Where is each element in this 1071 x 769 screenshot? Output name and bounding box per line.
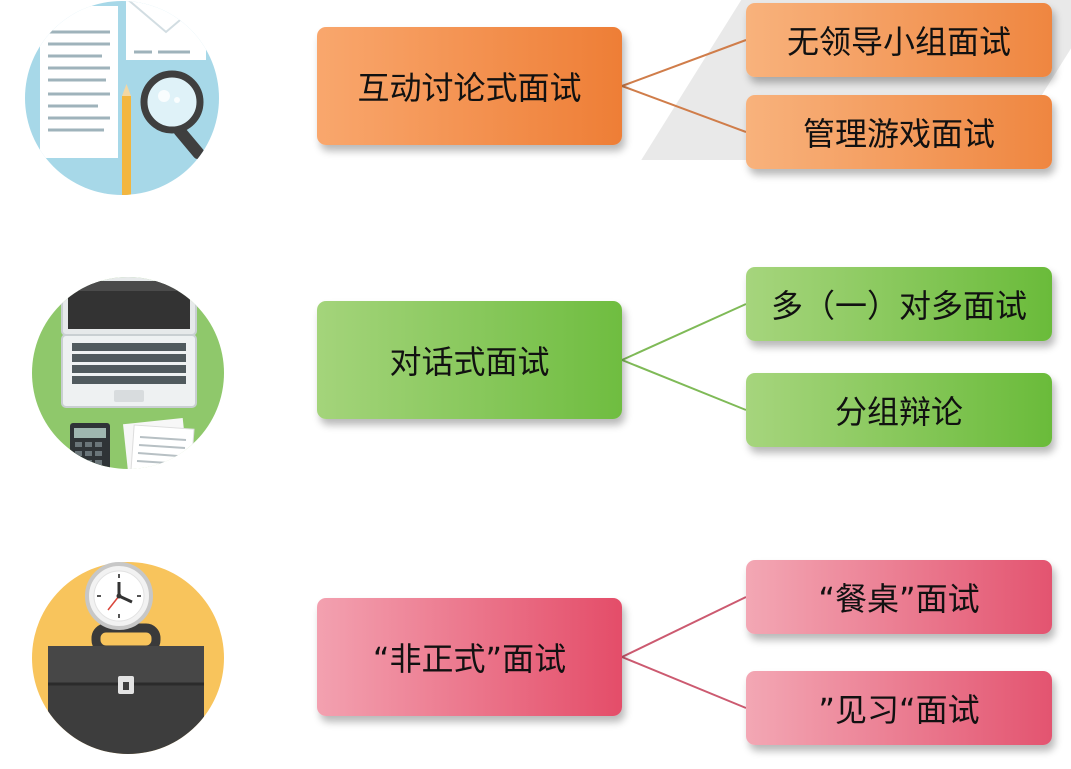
connector-line xyxy=(621,359,747,411)
connector-line xyxy=(621,596,747,658)
connector-line xyxy=(621,303,747,361)
leaf-box-many-to-many: 多（一）对多面试 xyxy=(746,267,1052,341)
leaf-box-group-debate: 分组辩论 xyxy=(746,373,1052,447)
briefcase-clock-icon xyxy=(28,558,228,758)
leaf-box-label: “餐桌”面试 xyxy=(818,580,980,618)
leaf-box-label: 多（一）对多面试 xyxy=(770,287,1027,325)
connector-line xyxy=(621,39,747,87)
leaf-box-dining-table: “餐桌”面试 xyxy=(746,560,1052,634)
connector-line xyxy=(621,85,747,133)
laptop-calculator-icon xyxy=(28,273,228,473)
leaf-box-label: 分组辩论 xyxy=(834,393,963,431)
main-box-interactive-discussion: 互动讨论式面试 xyxy=(317,27,622,145)
main-box-dialogue: 对话式面试 xyxy=(317,301,622,419)
leaf-box-label: ”见习“面试 xyxy=(818,691,980,729)
connector-line xyxy=(621,656,747,709)
leaf-box-label: 管理游戏面试 xyxy=(802,115,995,153)
leaf-box-leaderless-group: 无领导小组面试 xyxy=(746,3,1052,77)
leaf-box-internship: ”见习“面试 xyxy=(746,671,1052,745)
main-box-label: 互动讨论式面试 xyxy=(357,69,582,107)
leaf-box-management-game: 管理游戏面试 xyxy=(746,95,1052,169)
main-box-informal: “非正式”面试 xyxy=(317,598,622,716)
magnifier-documents-icon xyxy=(22,0,222,198)
main-box-label: “非正式”面试 xyxy=(372,640,567,678)
main-box-label: 对话式面试 xyxy=(389,343,550,381)
leaf-box-label: 无领导小组面试 xyxy=(786,23,1011,61)
